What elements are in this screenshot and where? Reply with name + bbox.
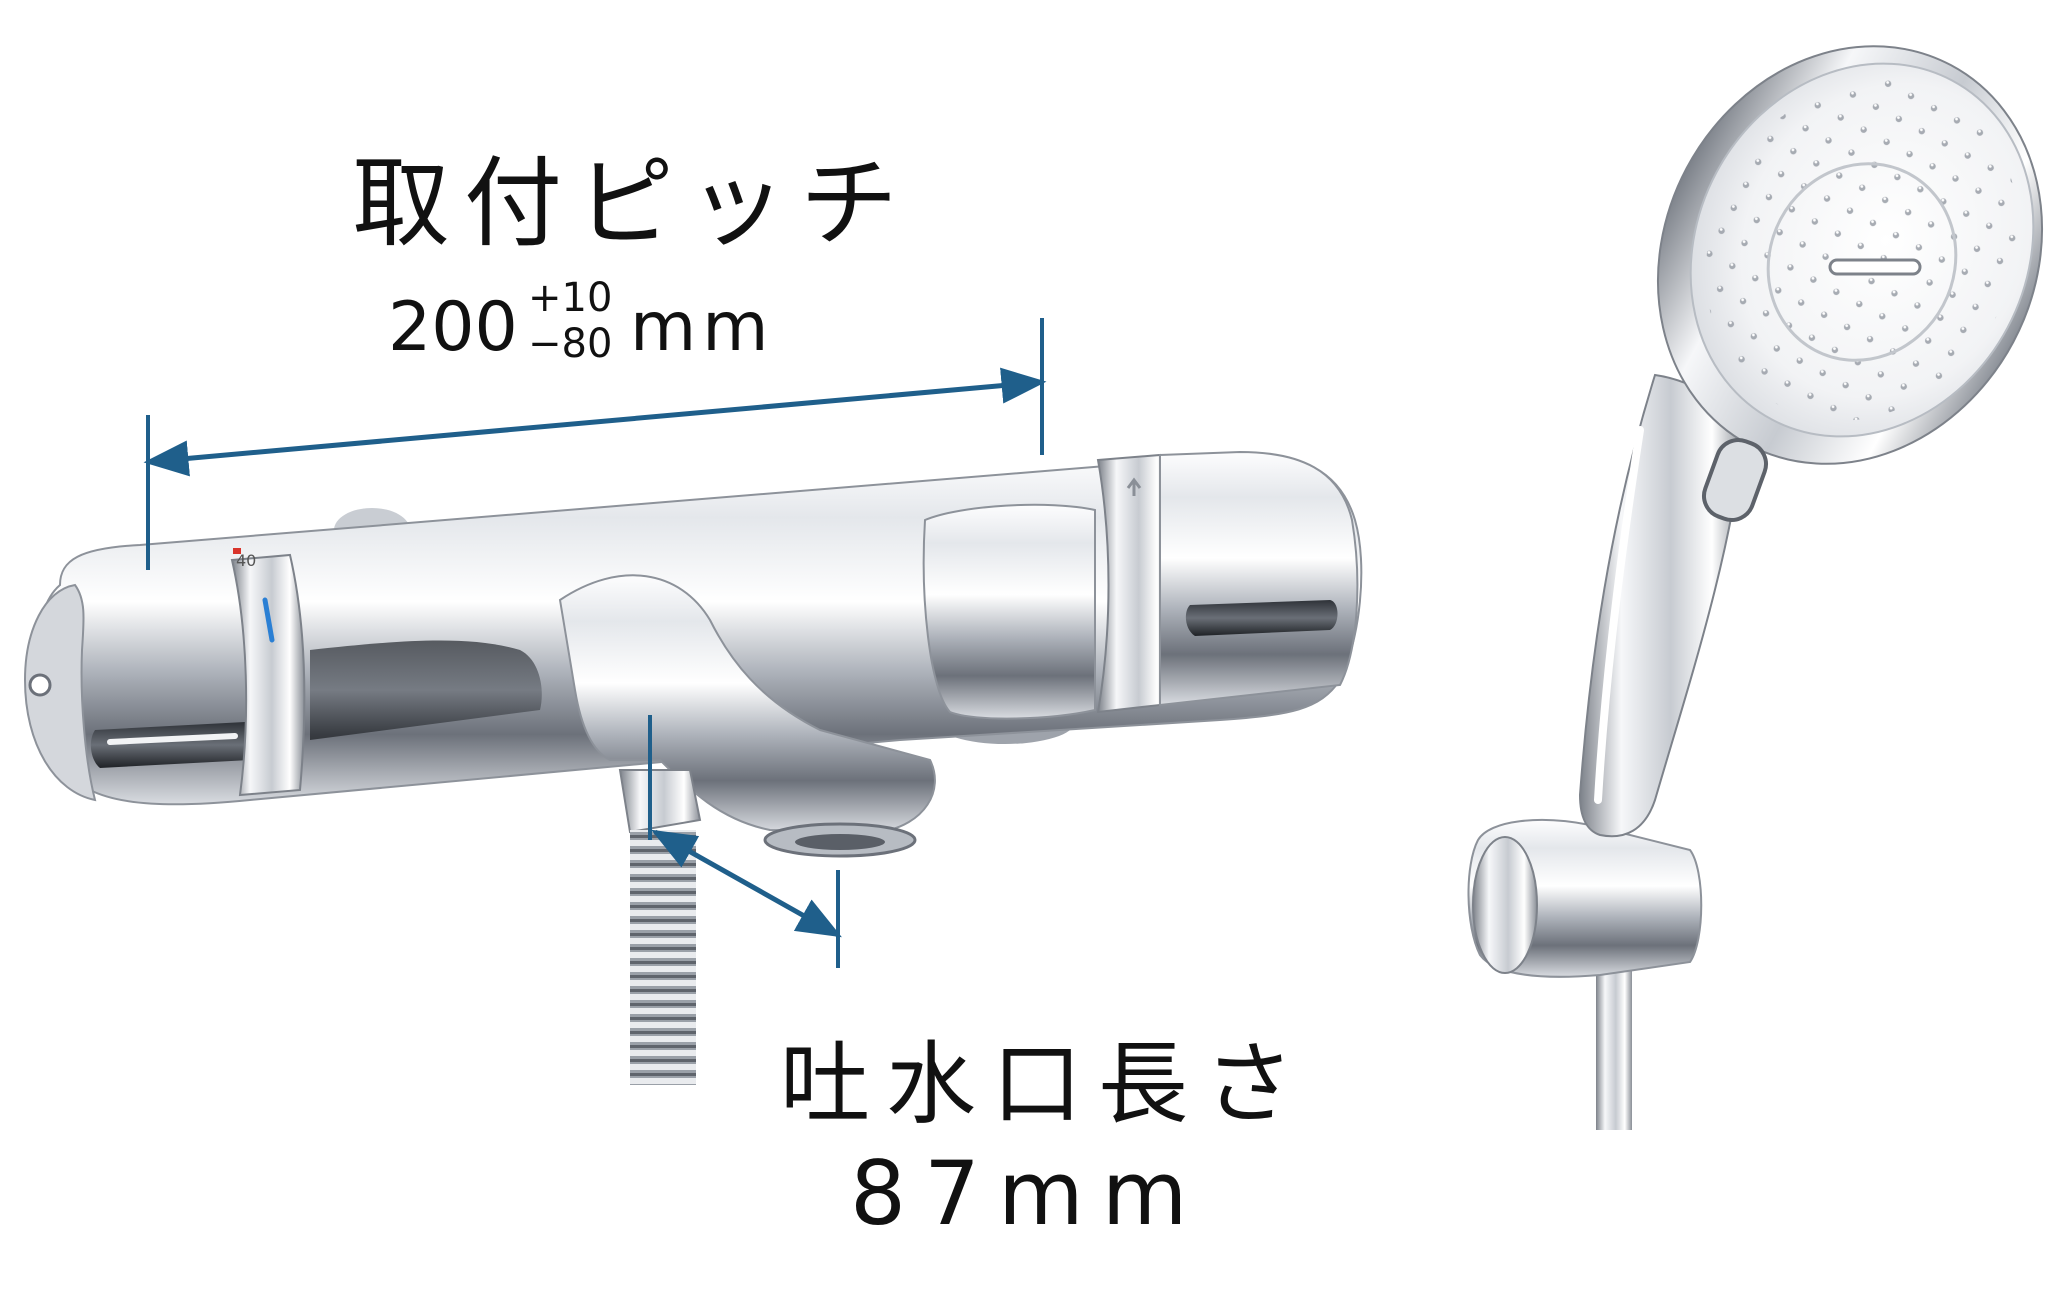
faucet-cap-screw [28,673,52,697]
dimension-lines [143,318,1047,968]
spout-length-value: 87mm [850,1142,1206,1245]
spout-dimension-arrow [651,829,842,938]
hand-shower [1467,45,2044,1130]
pitch-value: 200 [388,288,518,367]
pitch-unit: mm [630,288,775,367]
pitch-dimension-arrow [143,367,1047,477]
faucet-spout-outlet-inner [795,834,885,850]
temperature-dial-number: 40 [236,551,256,570]
shower-handle [1578,373,1747,838]
shower-hose [630,830,696,1085]
shower-head-center [1766,162,1958,362]
faucet-left-groove-highlight [107,733,238,745]
faucet-center-cavity [310,640,542,740]
faucet-right-housing [922,503,1096,720]
pitch-tolerance-minus: −80 [528,321,613,367]
pitch-title: 取付ピッチ [352,147,913,261]
temperature-dial [230,553,306,797]
temperature-dial-mark-icon [262,597,275,643]
flow-dial-icon [1126,477,1142,496]
shower-head-slot [1828,258,1922,276]
thermostatic-faucet: 40 [23,450,1363,1085]
shower-head-nozzles [1705,79,2019,421]
shower-handle-highlight [1594,426,1644,804]
faucet-right-end [1159,450,1359,707]
faucet-spout [558,574,936,834]
spout-length-title: 吐水口長さ [780,1032,1310,1137]
shower-holder-front [1472,836,1538,974]
hose-connector [618,769,702,834]
temperature-dial-red-mark-icon [233,548,241,554]
faucet-left-groove [90,722,260,768]
faucet-right-groove [1185,600,1338,636]
shower-mode-button [1702,438,1768,522]
faucet-left-cap [23,583,97,802]
pitch-tolerance-plus: +10 [528,275,613,321]
